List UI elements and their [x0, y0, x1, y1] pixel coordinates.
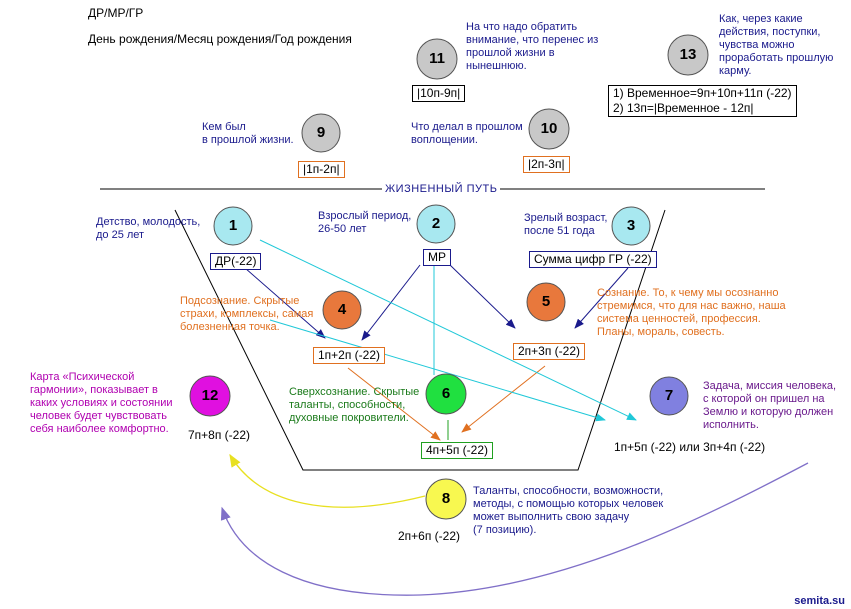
formula-1: ДР(-22): [210, 253, 262, 270]
formula-12: 7п+8п (-22): [188, 428, 251, 442]
node-3-number: 3: [626, 217, 636, 234]
node-3-circle: [611, 206, 651, 246]
node-4-circle: [322, 290, 362, 330]
formula-7: 1п+5п (-22) или 3п+4п (-22): [614, 440, 766, 454]
arrow-4-to-7: [269, 319, 606, 422]
node-6-number: 6: [441, 385, 451, 402]
node-2-circle: [416, 204, 456, 244]
node-10-number: 10: [540, 120, 558, 137]
formula-10: |2п-3п|: [523, 156, 570, 173]
formula-13: 1) Временное=9п+10п+11п (-22) 2) 13п=|Вр…: [608, 85, 797, 117]
arrow-4-to-6box: [347, 367, 441, 441]
node-7-number: 7: [664, 387, 674, 404]
node-6-circle: [425, 373, 467, 415]
node-1-number: 1: [228, 217, 238, 234]
desc-12: Карта «Психической гармонии», показывает…: [30, 371, 173, 435]
node-9-number: 9: [316, 124, 326, 141]
arrow-7-to-12: [220, 462, 809, 596]
desc-5: Сознание. То, к чему мы осознанно стреми…: [597, 287, 786, 338]
formula-6: 4п+5п (-22): [421, 442, 494, 459]
desc-10: Что делал в прошлом воплощении.: [411, 121, 523, 146]
watermark: semita.su: [794, 595, 845, 607]
formula-5: 2п+3п (-22): [513, 343, 586, 360]
node-8-number: 8: [441, 490, 451, 507]
life-path-trapezoid: [174, 209, 666, 471]
formula-9: |1п-2п|: [298, 161, 345, 178]
arrow-2-to-5: [449, 264, 516, 329]
node-13-circle: [667, 34, 709, 76]
formula-8: 2п+6п (-22): [398, 529, 461, 543]
node-5-circle: [526, 282, 566, 322]
node-5-number: 5: [541, 293, 551, 310]
node-13-number: 13: [679, 46, 697, 63]
node-12-number: 12: [201, 387, 219, 404]
page-subtitle: День рождения/Месяц рождения/Год рождени…: [88, 32, 352, 46]
arrow-1-to-7: [259, 239, 637, 421]
formula-4: 1п+2п (-22): [313, 347, 386, 364]
desc-7: Задача, миссия человека, с которой он пр…: [703, 380, 837, 431]
desc-8: Таланты, способности, возможности, метод…: [473, 485, 664, 536]
desc-3: Зрелый возраст, после 51 года: [524, 212, 608, 237]
arrow-1-to-4: [244, 267, 326, 339]
life-path-label: ЖИЗНЕННЫЙ ПУТЬ: [382, 182, 501, 196]
node-4-number: 4: [337, 301, 347, 318]
desc-2: Взрослый период, 26-50 лет: [318, 210, 412, 235]
desc-6: Сверхсознание. Скрытые таланты, способно…: [289, 386, 420, 424]
page-title: ДР/МР/ГР: [88, 6, 144, 20]
arrow-5-to-6box: [461, 365, 546, 433]
desc-1: Детство, молодость, до 25 лет: [96, 216, 201, 241]
arrow-8-to-12: [229, 453, 426, 508]
node-7-circle: [649, 376, 689, 416]
node-11-circle: [416, 38, 458, 80]
node-8-circle: [425, 478, 467, 520]
formula-2: МР: [423, 249, 451, 266]
node-9-circle: [301, 113, 341, 153]
desc-9: Кем был в прошлой жизни.: [202, 121, 294, 146]
desc-13: Как, через какие действия, поступки, чув…: [719, 13, 834, 77]
formula-3: Сумма цифр ГР (-22): [529, 251, 657, 268]
node-11-number: 11: [429, 50, 445, 67]
node-10-circle: [528, 108, 570, 150]
node-1-circle: [213, 206, 253, 246]
node-2-number: 2: [431, 215, 441, 232]
node-12-circle: [189, 375, 231, 417]
desc-4: Подсознание. Скрытые страхи, комплексы, …: [180, 295, 314, 333]
formula-11: |10п-9п|: [412, 85, 466, 102]
desc-11: На что надо обратить внимание, что перен…: [466, 21, 599, 72]
arrow-3-to-5: [574, 267, 629, 329]
